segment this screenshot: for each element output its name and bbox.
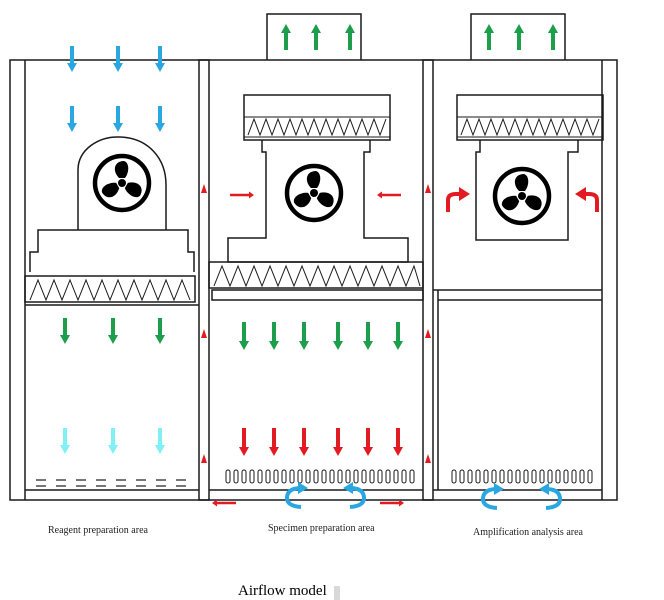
blower-base bbox=[29, 229, 195, 272]
swirl-icon bbox=[284, 486, 302, 509]
swirl-icon bbox=[494, 483, 504, 495]
fan-icon bbox=[495, 169, 549, 223]
arrow-icon bbox=[345, 24, 355, 50]
zone-label-specimen: Specimen preparation area bbox=[268, 523, 375, 534]
arrow-icon bbox=[363, 428, 373, 456]
arrow-icon bbox=[377, 191, 401, 199]
airflow-swirls bbox=[284, 482, 563, 510]
arrow-icon bbox=[113, 106, 123, 132]
hepa-filter bbox=[24, 275, 196, 303]
cabinet-outline bbox=[9, 13, 618, 501]
arrow-icon bbox=[201, 329, 207, 345]
arrow-icon bbox=[425, 329, 431, 345]
floor-vent bbox=[36, 479, 186, 487]
swirl-icon bbox=[349, 486, 367, 509]
arrow-icon bbox=[60, 318, 70, 344]
swirl-icon bbox=[539, 483, 549, 495]
zone-label-reagent: Reagent preparation area bbox=[48, 525, 148, 536]
swirl-icon bbox=[343, 482, 353, 494]
arrow-icon bbox=[425, 454, 431, 470]
arrow-icon bbox=[108, 428, 118, 454]
swirl-icon bbox=[545, 487, 563, 510]
caption-mark bbox=[334, 586, 340, 600]
arrow-icon bbox=[239, 428, 249, 456]
fan-housing bbox=[227, 140, 409, 263]
arrow-icon bbox=[393, 428, 403, 456]
arrow-icon bbox=[299, 428, 309, 456]
arrow-icon bbox=[585, 192, 599, 212]
arrow-icon bbox=[380, 499, 404, 507]
arrow-icon bbox=[311, 24, 321, 50]
fan-housing bbox=[77, 136, 167, 230]
arrow-icon bbox=[239, 322, 249, 350]
arrow-icon bbox=[67, 46, 77, 72]
arrow-icon bbox=[548, 24, 558, 50]
perforated-plate bbox=[225, 469, 415, 484]
fan-icon bbox=[287, 166, 341, 220]
arrow-icon bbox=[459, 187, 470, 201]
arrow-icon bbox=[155, 106, 165, 132]
zone-amplification bbox=[433, 94, 604, 490]
arrow-icon bbox=[363, 322, 373, 350]
arrow-icon bbox=[299, 322, 309, 350]
arrow-icon bbox=[201, 454, 207, 470]
swirl-icon bbox=[480, 487, 498, 510]
arrow-icon bbox=[201, 184, 207, 200]
arrow-icon bbox=[155, 318, 165, 344]
perforated-plate bbox=[451, 469, 593, 484]
arrow-icon bbox=[230, 191, 254, 199]
swirl-icon bbox=[298, 482, 308, 494]
arrow-icon bbox=[514, 24, 524, 50]
arrow-icon bbox=[333, 322, 343, 350]
arrow-icon bbox=[333, 428, 343, 456]
fan-icon bbox=[95, 156, 149, 210]
arrow-icon bbox=[575, 187, 586, 201]
airflow-arrows bbox=[60, 24, 599, 507]
figure-caption: Airflow model bbox=[238, 583, 327, 599]
arrow-icon bbox=[60, 428, 70, 454]
arrow-icon bbox=[446, 192, 460, 212]
arrow-icon bbox=[269, 428, 279, 456]
arrow-icon bbox=[212, 499, 236, 507]
arrow-icon bbox=[113, 46, 123, 72]
arrow-icon bbox=[484, 24, 494, 50]
zone-specimen bbox=[208, 94, 424, 484]
arrow-icon bbox=[269, 322, 279, 350]
arrow-icon bbox=[155, 46, 165, 72]
zone-label-amplification: Amplification analysis area bbox=[473, 527, 583, 538]
arrow-icon bbox=[425, 184, 431, 200]
arrow-icon bbox=[67, 106, 77, 132]
zone-reagent bbox=[24, 136, 199, 487]
arrow-icon bbox=[393, 322, 403, 350]
arrow-icon bbox=[108, 318, 118, 344]
hepa-filter bbox=[208, 261, 424, 289]
arrow-icon bbox=[281, 24, 291, 50]
arrow-icon bbox=[155, 428, 165, 454]
